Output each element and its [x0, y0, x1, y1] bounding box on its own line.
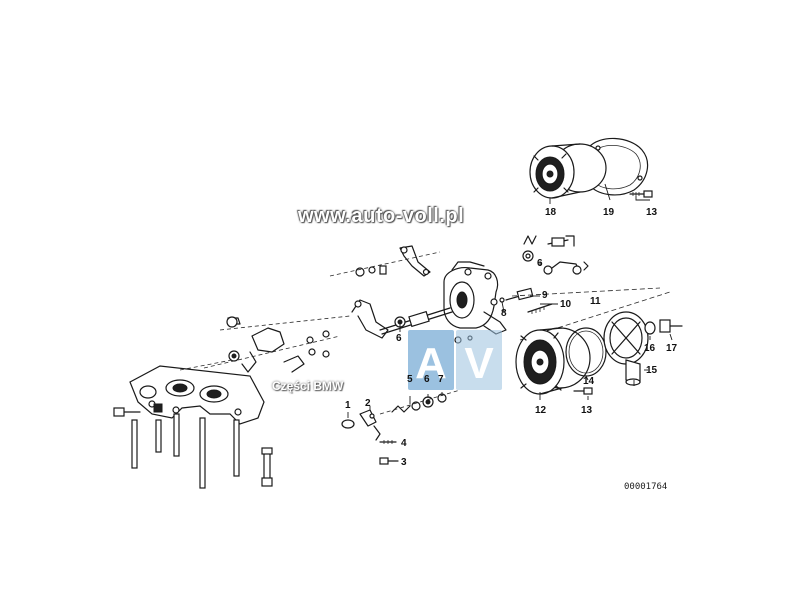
- callout-7: 7: [438, 374, 444, 385]
- callout-6-left: 6: [396, 333, 402, 344]
- watermark-subtitle: Części BMW: [272, 379, 344, 393]
- callout-13-bottom: 13: [581, 405, 593, 416]
- center-small-parts: [341, 389, 461, 465]
- callout-12: 12: [535, 405, 547, 416]
- callout-17: 17: [666, 343, 678, 354]
- callout-10: 10: [560, 299, 572, 310]
- callout-14: 14: [583, 376, 595, 387]
- callout-labels: 1 2 3 4 5 6 6 6 7 8 9 10 11 12 13 13 14 …: [345, 207, 678, 468]
- screw-13-top: [629, 190, 653, 198]
- throttle-linkage-assembly: [329, 235, 671, 344]
- callout-4: 4: [401, 438, 407, 449]
- callout-2: 2: [365, 398, 371, 409]
- callout-18: 18: [545, 207, 557, 218]
- callout-15: 15: [646, 365, 658, 376]
- carb-base-manifold: [113, 359, 273, 489]
- choke-housing-assembly: [515, 311, 683, 400]
- watermark-url: www.auto-voll.pl: [298, 205, 465, 227]
- callout-11: 11: [590, 296, 601, 307]
- callout-1: 1: [345, 400, 351, 411]
- watermark-logo-letter-a: A: [415, 339, 447, 388]
- callout-6-center: 6: [424, 374, 430, 385]
- callout-19: 19: [603, 207, 615, 218]
- choke-cover-assembly: [529, 137, 653, 204]
- callout-16: 16: [644, 343, 656, 354]
- diagram-reference-number: 00001764: [624, 482, 667, 492]
- callout-5: 5: [407, 374, 413, 385]
- watermark-logo-letter-v: V: [464, 339, 494, 388]
- callout-13-top: 13: [646, 207, 658, 218]
- callout-9: 9: [542, 290, 548, 301]
- callout-6-top: 6: [537, 258, 543, 269]
- left-lever-assembly: [203, 315, 351, 373]
- callout-8: 8: [501, 308, 507, 319]
- callout-3: 3: [401, 457, 407, 468]
- watermark-logo: A V: [408, 330, 502, 390]
